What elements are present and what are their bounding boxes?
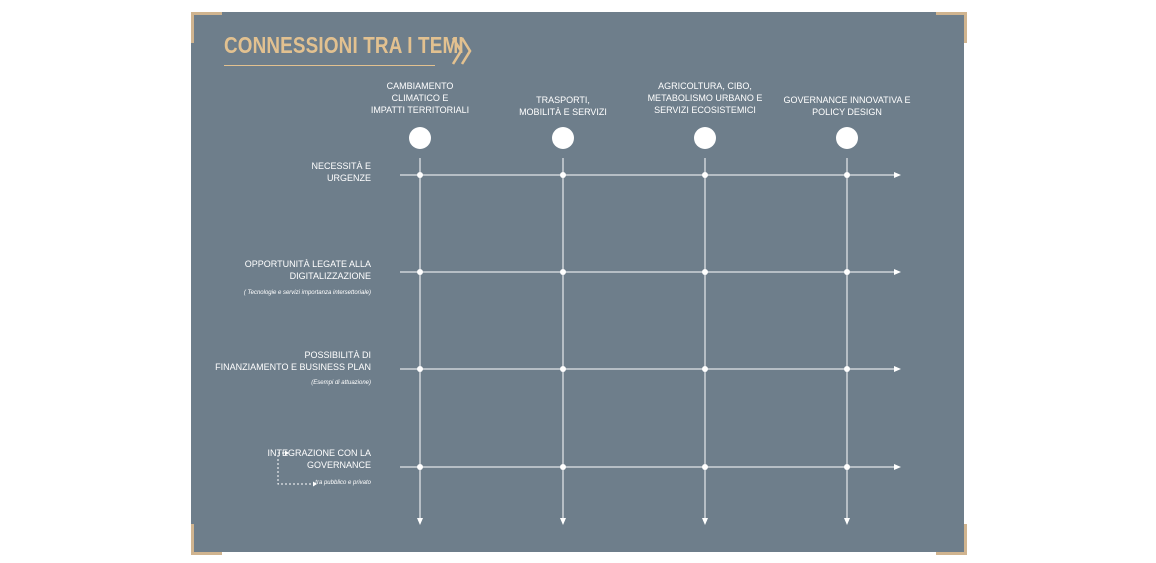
intersection-dot	[560, 464, 566, 470]
intersection-dot	[844, 464, 850, 470]
corner-bracket-bottom-right	[936, 524, 967, 555]
row-note-digitalization: ( Tecnologie e servizi importanza inters…	[243, 290, 371, 296]
intersection-dot	[844, 269, 850, 275]
intersection-dot	[702, 366, 708, 372]
intersection-dot	[702, 172, 708, 178]
row-label-necessity: NECESSITÀ E URGENZE	[311, 161, 371, 183]
corner-bracket-top-right	[936, 12, 967, 43]
row-note-integration: tra pubblico e privato	[315, 480, 371, 486]
column-heading-transport: TRASPORTI, MOBILITÀ E SERVIZI	[519, 95, 607, 117]
intersection-dot	[702, 464, 708, 470]
intersection-dot	[417, 366, 423, 372]
row-note-funding: (Esempi di attuazione)	[311, 380, 371, 386]
corner-bracket-top-left	[191, 12, 222, 43]
dashed-bracket-arrowhead	[313, 481, 317, 487]
row-label-funding: POSSIBILITÀ DI FINANZIAMENTO E BUSINESS …	[215, 350, 371, 372]
title-underline	[224, 65, 435, 66]
dashed-bracket-arrow	[277, 452, 313, 485]
intersection-dot	[560, 172, 566, 178]
column-node-climate	[409, 127, 431, 149]
column-node-agriculture	[694, 127, 716, 149]
intersection-dot	[844, 172, 850, 178]
row-label-digitalization: OPPORTUNITÀ LEGATE ALLA DIGITALIZZAZIONE	[244, 259, 371, 281]
intersection-dot	[417, 172, 423, 178]
column-node-transport	[552, 127, 574, 149]
intersection-dot	[844, 366, 850, 372]
page-title: CONNESSIONI TRA I TEMI	[224, 32, 464, 58]
intersection-dot	[417, 269, 423, 275]
column-heading-climate: CAMBIAMENTO CLIMATICO E IMPATTI TERRITOR…	[370, 81, 470, 115]
corner-bracket-bottom-left	[191, 524, 222, 555]
dashed-bracket-arrowhead	[285, 450, 289, 456]
column-node-governance	[836, 127, 858, 149]
intersection-dot	[702, 269, 708, 275]
column-heading-agriculture: AGRICOLTURA, CIBO, METABOLISMO URBANO E …	[647, 81, 763, 115]
double-chevron-right-icon	[451, 37, 472, 65]
intersection-dot	[560, 269, 566, 275]
column-heading-governance: GOVERNANCE INNOVATIVA E POLICY DESIGN	[783, 95, 911, 117]
row-label-integration: INTEGRAZIONE CON LA GOVERNANCE	[267, 448, 371, 470]
intersection-dot	[417, 464, 423, 470]
diagram-board	[191, 12, 964, 552]
intersection-dot	[560, 366, 566, 372]
